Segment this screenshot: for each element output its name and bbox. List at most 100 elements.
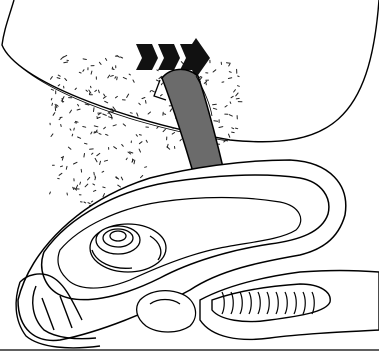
debris-particle xyxy=(136,112,139,117)
debris-particle xyxy=(144,166,148,168)
debris-particle xyxy=(102,186,106,189)
debris-particle xyxy=(95,129,98,132)
debris-particle xyxy=(74,87,77,90)
debris-particle xyxy=(129,112,133,114)
debris-particle xyxy=(73,127,75,131)
debris-particle xyxy=(50,97,53,101)
release-button xyxy=(135,289,197,333)
debris-particle xyxy=(141,97,146,100)
debris-particle xyxy=(93,107,95,112)
debris-particle xyxy=(83,153,85,158)
debris-particle xyxy=(96,116,99,119)
grip-ridge xyxy=(257,291,261,315)
debris-particle xyxy=(65,165,68,170)
debris-particle xyxy=(223,139,227,143)
debris-particle xyxy=(237,85,240,87)
debris-particle xyxy=(77,136,82,139)
debris-particle xyxy=(120,176,124,181)
debris-particle xyxy=(235,92,239,97)
debris-particle xyxy=(111,66,114,70)
debris-particle xyxy=(111,114,113,120)
debris-particle xyxy=(90,85,92,89)
debris-particle xyxy=(212,69,217,73)
debris-particle xyxy=(198,76,202,79)
debris-particle xyxy=(131,159,134,163)
grip-ridge xyxy=(248,291,252,315)
debris-particle xyxy=(115,176,120,180)
debris-particle xyxy=(99,160,101,165)
grip-ridge xyxy=(275,291,279,315)
debris-particle xyxy=(126,93,130,98)
debris-particle xyxy=(110,108,114,110)
debris-particle xyxy=(90,70,93,75)
grip-handle xyxy=(199,269,379,341)
debris-particle xyxy=(50,76,53,80)
debris-particle xyxy=(235,97,240,100)
debris-particle xyxy=(104,100,109,104)
debris-particle xyxy=(94,89,97,92)
debris-particle xyxy=(160,82,163,86)
debris-particle xyxy=(84,103,90,106)
debris-particle xyxy=(103,159,108,162)
debris-particle xyxy=(61,98,64,103)
debris-particle xyxy=(61,155,64,161)
debris-particle xyxy=(179,138,182,142)
debris-particle xyxy=(127,151,132,155)
debris-particle xyxy=(85,89,88,92)
debris-particle xyxy=(56,77,61,79)
debris-particle xyxy=(108,112,112,116)
debris-particle xyxy=(90,200,94,203)
debris-particle xyxy=(213,120,219,122)
debris-particle xyxy=(203,80,208,84)
debris-particle xyxy=(138,102,141,106)
debris-particle xyxy=(112,124,117,127)
debris-particle xyxy=(54,103,58,109)
debris-particle xyxy=(116,76,118,81)
grip-ridge xyxy=(230,291,234,315)
debris-particle xyxy=(135,134,138,137)
debris-particle xyxy=(228,71,232,73)
debris-particle xyxy=(77,103,80,107)
debris-particle xyxy=(101,170,105,173)
debris-particle xyxy=(107,74,111,79)
debris-particle xyxy=(229,101,232,104)
debris-particle xyxy=(97,112,102,116)
debris-particle xyxy=(140,175,144,179)
debris-particle xyxy=(93,189,97,192)
debris-particle xyxy=(64,77,68,81)
debris-particle xyxy=(102,95,107,99)
debris-particle xyxy=(147,111,151,115)
debris-particle xyxy=(117,184,121,188)
debris-particle xyxy=(113,146,117,150)
debris-particle xyxy=(138,141,143,145)
debris-particle xyxy=(76,108,81,111)
debris-particle xyxy=(49,191,51,195)
debris-particle xyxy=(58,172,63,176)
debris-particle xyxy=(103,93,106,97)
debris-particle xyxy=(102,113,107,116)
debris-particle xyxy=(57,74,61,77)
debris-particle xyxy=(105,133,109,136)
grip-ridge xyxy=(293,291,297,315)
debris-particle xyxy=(92,183,96,186)
debris-particle xyxy=(115,176,118,179)
debris-particle xyxy=(52,112,56,116)
debris-particle xyxy=(82,126,87,128)
debris-particle xyxy=(212,103,217,106)
debris-particle xyxy=(90,131,93,135)
debris-particle xyxy=(74,120,79,123)
debris-particle xyxy=(87,176,91,181)
debris-particle xyxy=(88,89,92,94)
grip-ridge xyxy=(221,291,225,315)
debris-particle xyxy=(94,157,98,163)
debris-particle xyxy=(79,181,81,185)
debris-particle xyxy=(218,126,224,128)
filter-cap xyxy=(89,223,167,273)
debris-particle xyxy=(50,133,54,137)
debris-particle xyxy=(129,151,134,154)
debris-particle xyxy=(231,131,235,134)
debris-particle xyxy=(128,73,131,76)
grip-ridge xyxy=(284,291,288,315)
grip-ridge xyxy=(239,291,243,315)
